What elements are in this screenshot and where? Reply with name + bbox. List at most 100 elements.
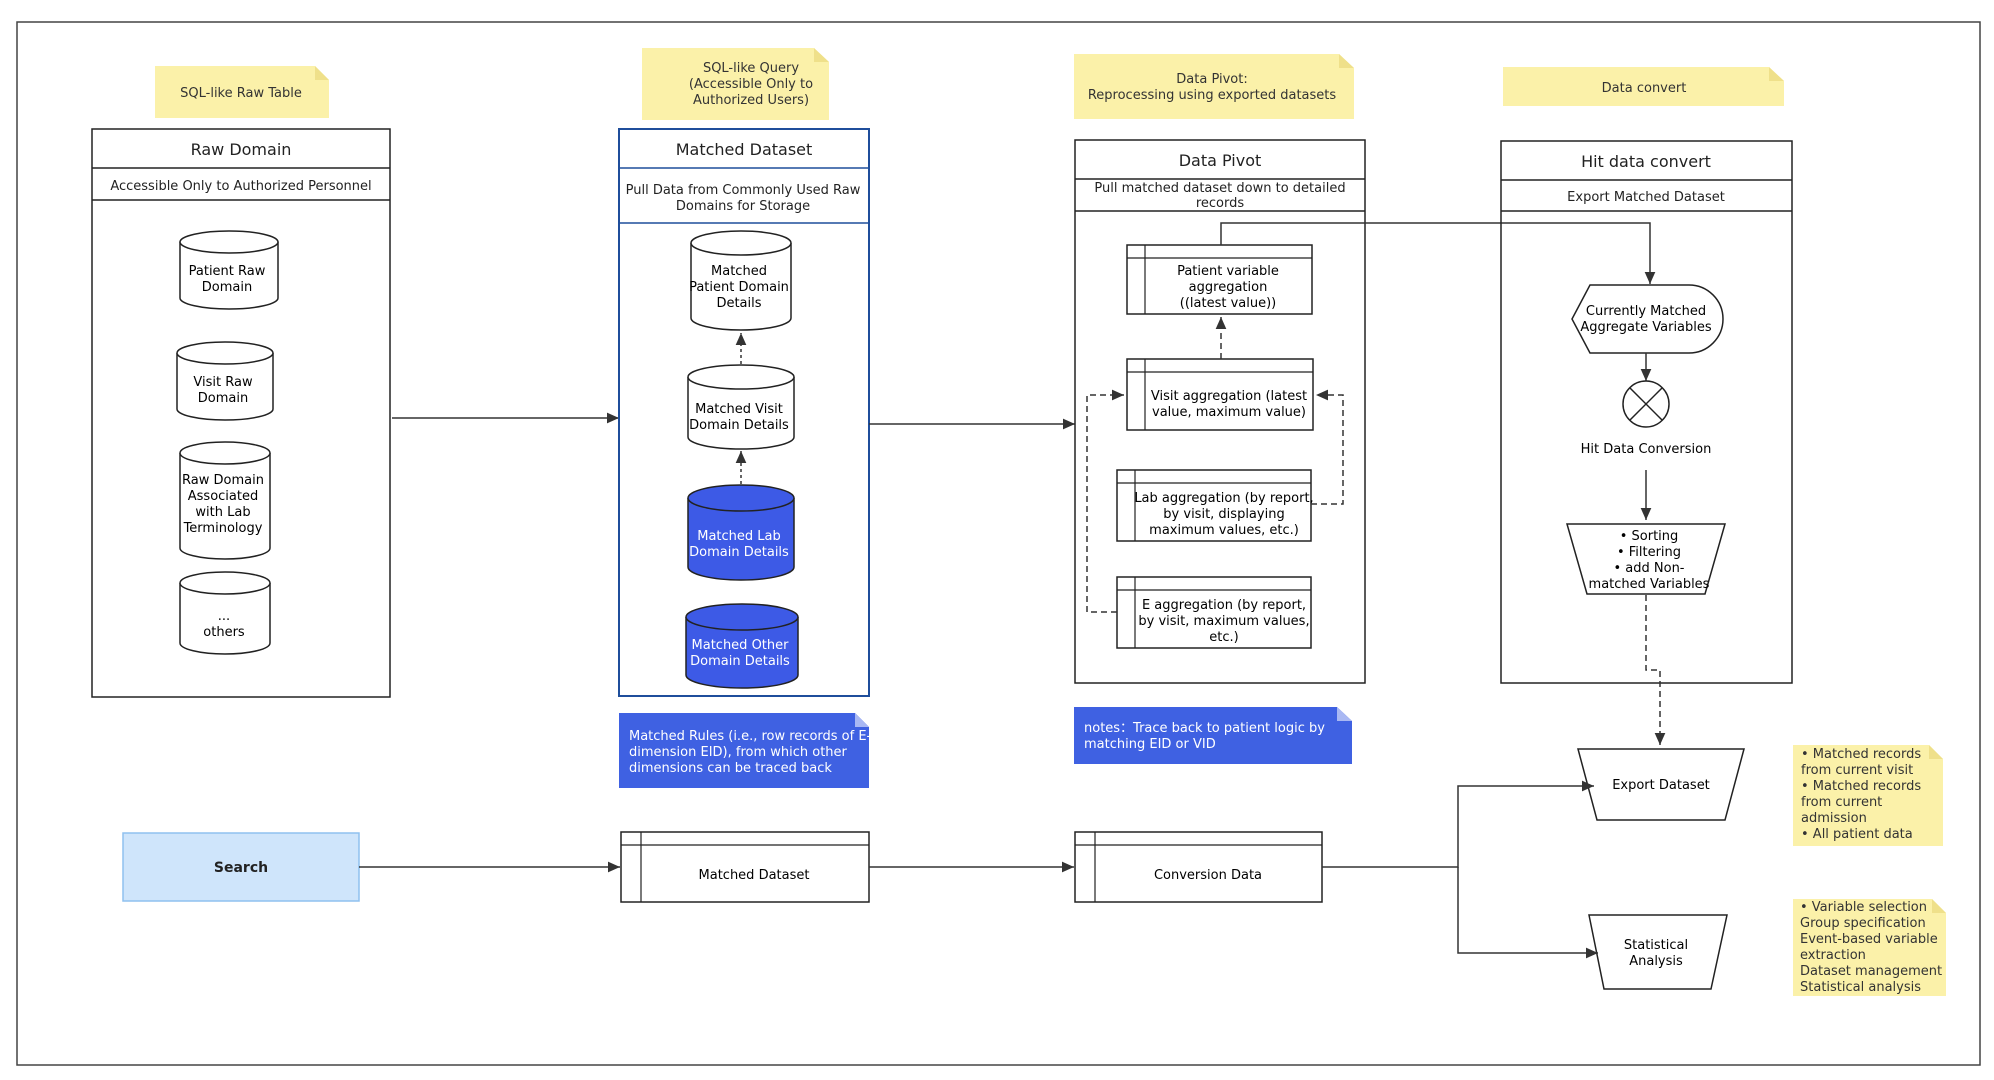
data-pivot-subtitle-line-1: Pull matched dataset down to detailed	[1094, 181, 1345, 196]
analysis-label-line: Analysis	[1629, 954, 1683, 969]
note-query-line-3: Authorized Users)	[693, 93, 809, 108]
data-pivot-container: Data Pivot Pull matched dataset down to …	[1074, 139, 1366, 684]
note-convert-text: Data convert	[1602, 81, 1687, 96]
cylinder-label-line: ...	[218, 609, 230, 624]
cylinder-label-line: Matched Other	[692, 638, 790, 653]
matched-dataset-subtitle-line-1: Pull Data from Commonly Used Raw	[626, 183, 861, 198]
search-button[interactable]: Search	[122, 832, 360, 902]
display-current-matched-variables: Currently Matched Aggregate Variables	[1571, 284, 1724, 354]
cylinder-label-line: with Lab	[195, 505, 250, 520]
matched-dataset-node-label: Matched Dataset	[699, 868, 810, 883]
note-export-line: • All patient data	[1801, 827, 1913, 842]
matched-dataset-title: Matched Dataset	[676, 140, 813, 159]
raw-domain-subtitle: Accessible Only to Authorized Personnel	[110, 179, 371, 194]
note-query-line-1: SQL-like Query	[703, 61, 799, 76]
connector-lab-to-visit-agg	[1311, 389, 1344, 505]
search-button-label: Search	[214, 860, 268, 876]
connector-e-to-visit-agg	[1086, 389, 1124, 613]
cylinder-patient-raw-domain: Patient Raw Domain	[179, 230, 279, 310]
note-matched-rules: Matched Rules (i.e., row records of E- d…	[619, 713, 872, 788]
data-pivot-title: Data Pivot	[1179, 151, 1262, 170]
statistical-analysis-node: Statistical Analysis	[1588, 914, 1728, 990]
note-export-line: • Matched records	[1801, 747, 1921, 762]
connector-pivot-to-hit-display	[1220, 222, 1656, 284]
data-pivot-subtitle-line-2: records	[1196, 196, 1245, 211]
pivot-box-line: by visit, displaying	[1163, 507, 1284, 522]
pivot-box-line: Visit aggregation (latest	[1151, 389, 1307, 404]
cylinder-label-line: Matched Visit	[695, 402, 783, 417]
hit-convert-subtitle: Export Matched Dataset	[1567, 190, 1725, 205]
hit-convert-title: Hit data convert	[1581, 152, 1711, 171]
pivot-box-line: aggregation	[1189, 280, 1268, 295]
display-line: Currently Matched	[1586, 304, 1706, 319]
cylinder-lab-terminology-domain: Raw Domain Associated with Lab Terminolo…	[179, 441, 271, 560]
note-matched-rules-line: Matched Rules (i.e., row records of E-	[629, 729, 872, 744]
ops-line: • Sorting	[1620, 529, 1679, 544]
cylinder-label-line: others	[203, 625, 245, 640]
note-export-line: admission	[1801, 811, 1867, 826]
pivot-box-visit-aggregation: Visit aggregation (latest value, maximum…	[1126, 358, 1314, 431]
cylinder-label-line: Domain	[198, 391, 248, 406]
pivot-box-patient-aggregation: Patient variable aggregation ((latest va…	[1126, 244, 1313, 315]
note-raw-table-text: SQL-like Raw Table	[180, 86, 302, 101]
pivot-box-line: maximum values, etc.)	[1149, 523, 1299, 538]
note-export-options: • Matched records from current visit • M…	[1793, 745, 1943, 846]
connector-ops-to-export	[1645, 595, 1666, 745]
pivot-box-line: ((latest value))	[1180, 296, 1276, 311]
cylinder-label-line: Matched	[711, 264, 767, 279]
note-export-line: from current	[1801, 795, 1882, 810]
note-export-line: from current visit	[1801, 763, 1913, 778]
note-query: SQL-like Query (Accessible Only to Autho…	[642, 48, 829, 120]
matched-dataset-subtitle-line-2: Domains for Storage	[676, 199, 810, 214]
pivot-box-e-aggregation: E aggregation (by report, by visit, maxi…	[1116, 576, 1312, 649]
cylinder-matched-other: Matched Other Domain Details	[685, 603, 799, 689]
raw-domain-container: Raw Domain Accessible Only to Authorized…	[91, 128, 391, 698]
pivot-box-line: Lab aggregation (by report,	[1134, 491, 1313, 506]
cylinder-others: ... others	[179, 571, 271, 655]
cylinder-label-line: Domain Details	[689, 418, 789, 433]
cylinder-label-line: Domain Details	[690, 654, 790, 669]
pivot-box-line: etc.)	[1209, 630, 1238, 645]
note-trace-back: notes：Trace back to patient logic by mat…	[1074, 707, 1352, 764]
note-trace-back-line: matching EID or VID	[1084, 737, 1216, 752]
cylinder-matched-lab: Matched Lab Domain Details	[687, 484, 795, 581]
connector-conversion-to-export	[1322, 780, 1594, 868]
cylinder-label-line: Domain	[202, 280, 252, 295]
canvas-frame	[16, 21, 1981, 1066]
note-pivot-line-2: Reprocessing using exported datasets	[1088, 88, 1337, 103]
cylinder-label-line: Domain Details	[689, 545, 789, 560]
cylinder-visit-raw-domain: Visit Raw Domain	[176, 341, 274, 421]
cylinder-matched-visit: Matched Visit Domain Details	[687, 364, 795, 450]
cylinder-label-line: Associated	[188, 489, 258, 504]
note-analysis-line: Dataset management	[1800, 964, 1942, 979]
cylinder-matched-patient: Matched Patient Domain Details	[689, 230, 792, 331]
export-dataset-label: Export Dataset	[1612, 778, 1710, 793]
note-matched-rules-line: dimensions can be traced back	[629, 761, 832, 776]
cylinder-label-line: Visit Raw	[193, 375, 253, 390]
cylinder-label-line: Patient Domain	[689, 280, 789, 295]
note-pivot-line-1: Data Pivot:	[1176, 72, 1247, 87]
note-query-line-2: (Accessible Only to	[689, 77, 813, 92]
pivot-box-lab-aggregation: Lab aggregation (by report, by visit, di…	[1116, 469, 1314, 542]
pivot-box-line: by visit, maximum values,	[1138, 614, 1309, 629]
cylinder-label-line: Details	[716, 296, 761, 311]
raw-domain-title: Raw Domain	[191, 140, 292, 159]
pivot-box-line: Patient variable	[1177, 264, 1279, 279]
ops-line: matched Variables	[1589, 577, 1710, 592]
export-dataset-node: Export Dataset	[1577, 748, 1745, 821]
manual-operation-sorting-filtering: • Sorting • Filtering • add Non- matched…	[1566, 523, 1726, 595]
pivot-box-line: E aggregation (by report,	[1142, 598, 1306, 613]
note-pivot: Data Pivot: Reprocessing using exported …	[1074, 54, 1354, 119]
pivot-box-line: value, maximum value)	[1152, 405, 1306, 420]
note-raw-table: SQL-like Raw Table	[155, 66, 329, 118]
matched-dataset-container: Matched Dataset Pull Data from Commonly …	[618, 128, 870, 697]
conversion-junction-icon	[1622, 380, 1670, 428]
note-trace-back-line: notes：Trace back to patient logic by	[1084, 721, 1325, 736]
ops-line: • add Non-	[1613, 561, 1684, 576]
cylinder-label-line: Patient Raw	[189, 264, 266, 279]
note-export-line: • Matched records	[1801, 779, 1921, 794]
cylinder-label-line: Raw Domain	[182, 473, 264, 488]
hit-conversion-label: Hit Data Conversion	[1581, 442, 1712, 457]
note-analysis-line: Event-based variable	[1800, 932, 1938, 947]
